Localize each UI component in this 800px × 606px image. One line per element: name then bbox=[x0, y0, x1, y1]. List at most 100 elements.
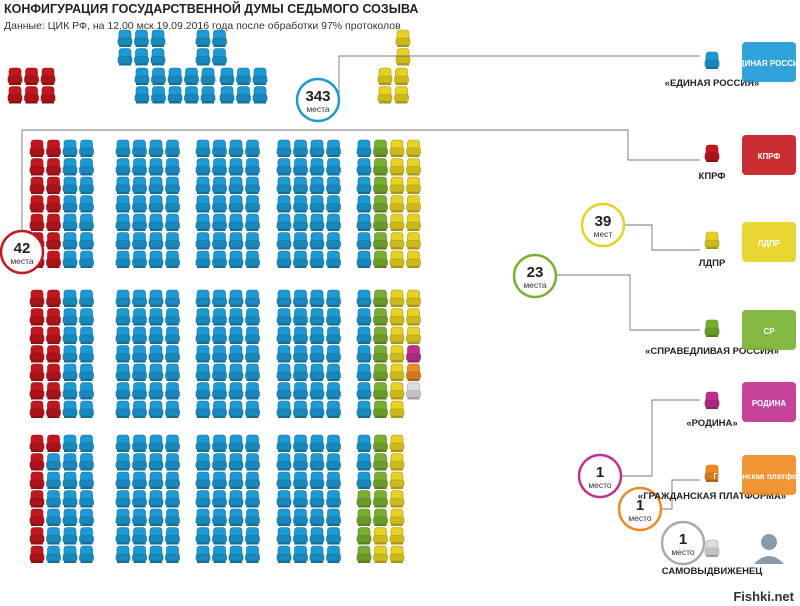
watermark: Fishki.net bbox=[733, 589, 794, 604]
seat-0 bbox=[309, 195, 325, 213]
seat-0 bbox=[293, 232, 308, 250]
seat-0 bbox=[132, 382, 147, 400]
seat-0 bbox=[245, 545, 260, 563]
seat-0 bbox=[46, 453, 61, 471]
seat-2 bbox=[389, 158, 405, 176]
party-logo bbox=[754, 534, 784, 564]
seat-0 bbox=[165, 527, 180, 545]
legend-label: «ЕДИНАЯ РОССИЯ» bbox=[665, 78, 760, 89]
seat-0 bbox=[132, 232, 147, 250]
seat-count-unit: место bbox=[628, 513, 652, 523]
seat-0 bbox=[228, 545, 244, 563]
legend-label: ЛДПР bbox=[699, 258, 726, 269]
seat-2 bbox=[389, 289, 405, 307]
seat-0 bbox=[148, 308, 164, 326]
seat-0 bbox=[165, 326, 180, 344]
seat-0 bbox=[115, 453, 131, 471]
seat-0 bbox=[356, 158, 372, 176]
seat-0 bbox=[276, 382, 292, 400]
seat-0 bbox=[148, 195, 164, 213]
seat-1 bbox=[46, 176, 61, 194]
seat-0 bbox=[150, 48, 166, 66]
seat-1 bbox=[46, 213, 61, 231]
seat-0 bbox=[245, 326, 260, 344]
seat-1 bbox=[46, 382, 61, 400]
seat-0 bbox=[132, 250, 147, 268]
seat-count-value: 39 bbox=[595, 213, 612, 230]
seat-count-unit: место bbox=[588, 480, 612, 490]
seat-2 bbox=[406, 139, 421, 157]
seat-0 bbox=[132, 363, 147, 381]
seat-1 bbox=[46, 363, 61, 381]
seat-0 bbox=[293, 326, 308, 344]
seat-1 bbox=[29, 326, 45, 344]
seat-0 bbox=[195, 434, 211, 452]
seat-count-unit: мест bbox=[594, 229, 613, 239]
seat-0 bbox=[184, 86, 199, 104]
seat-0 bbox=[245, 400, 260, 418]
seat-0 bbox=[309, 232, 325, 250]
seat-1 bbox=[29, 139, 45, 157]
seat-0 bbox=[293, 308, 308, 326]
seat-count-badges: 343места42места39мест23места1место1место… bbox=[0, 77, 706, 566]
seat-3 bbox=[356, 508, 372, 526]
seat-0 bbox=[165, 176, 180, 194]
seat-2 bbox=[406, 195, 421, 213]
seat-0 bbox=[228, 453, 244, 471]
seat-2 bbox=[394, 86, 409, 104]
seat-0 bbox=[212, 139, 227, 157]
seat-0 bbox=[79, 326, 94, 344]
seat-0 bbox=[115, 545, 131, 563]
seat-0 bbox=[326, 250, 341, 268]
seat-0 bbox=[356, 195, 372, 213]
seat-0 bbox=[62, 490, 78, 508]
seat-0 bbox=[165, 453, 180, 471]
seat-0 bbox=[184, 67, 199, 85]
seat-2 bbox=[389, 308, 405, 326]
seat-0 bbox=[165, 308, 180, 326]
seat-2 bbox=[395, 48, 411, 66]
seat-0 bbox=[165, 250, 180, 268]
seat-0 bbox=[212, 527, 227, 545]
seat-0 bbox=[132, 527, 147, 545]
seat-0 bbox=[212, 289, 227, 307]
seat-0 bbox=[117, 29, 133, 47]
seat-1 bbox=[29, 195, 45, 213]
seat-0 bbox=[134, 67, 150, 85]
seat-3 bbox=[373, 289, 388, 307]
seat-0 bbox=[212, 363, 227, 381]
seat-0 bbox=[293, 434, 308, 452]
seat-0 bbox=[326, 232, 341, 250]
seat-0 bbox=[132, 176, 147, 194]
legend-seat-icon bbox=[704, 231, 720, 249]
legend-seat-icon bbox=[704, 144, 720, 162]
seat-0 bbox=[62, 453, 78, 471]
seat-0 bbox=[326, 308, 341, 326]
seat-0 bbox=[228, 527, 244, 545]
seat-2 bbox=[394, 67, 409, 85]
seat-2 bbox=[389, 400, 405, 418]
seat-0 bbox=[212, 29, 227, 47]
seat-0 bbox=[309, 545, 325, 563]
seat-0 bbox=[79, 195, 94, 213]
seat-2 bbox=[389, 139, 405, 157]
seat-0 bbox=[79, 490, 94, 508]
seat-0 bbox=[62, 382, 78, 400]
seat-0 bbox=[276, 490, 292, 508]
seat-0 bbox=[115, 490, 131, 508]
seat-0 bbox=[326, 195, 341, 213]
seat-0 bbox=[356, 434, 372, 452]
seat-0 bbox=[115, 363, 131, 381]
seat-2 bbox=[389, 326, 405, 344]
seat-0 bbox=[245, 453, 260, 471]
seat-0 bbox=[148, 545, 164, 563]
seat-2 bbox=[373, 527, 388, 545]
seat-1 bbox=[29, 363, 45, 381]
seat-count-value: 1 bbox=[636, 497, 644, 514]
seat-0 bbox=[276, 363, 292, 381]
seat-2 bbox=[389, 382, 405, 400]
seat-0 bbox=[212, 250, 227, 268]
seat-0 bbox=[115, 527, 131, 545]
